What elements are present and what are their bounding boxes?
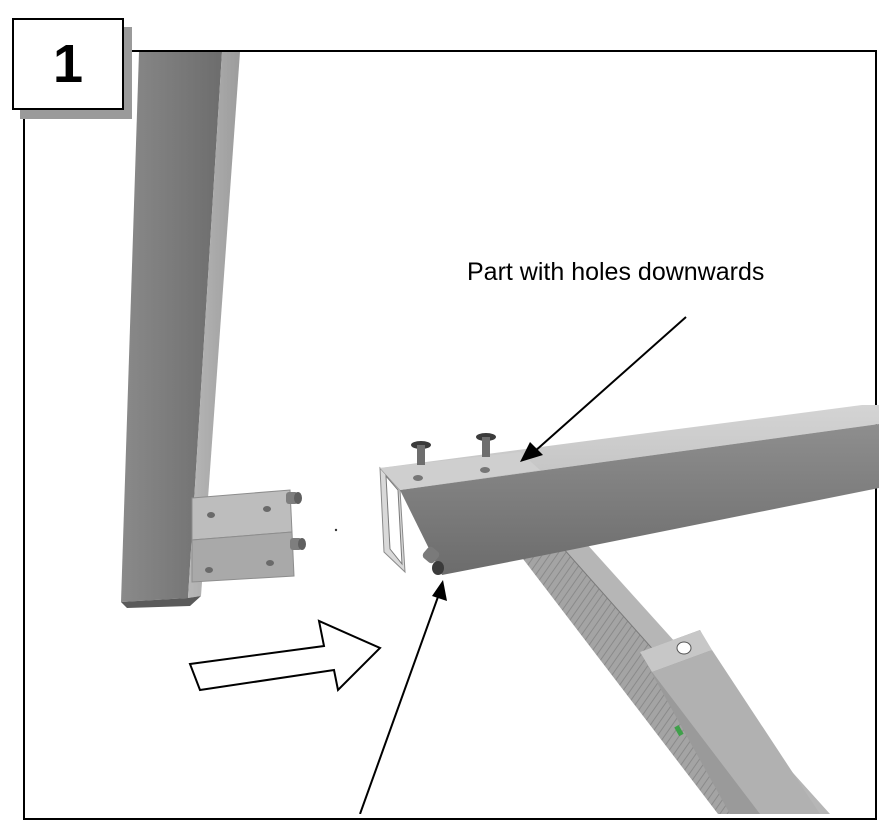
screw-icon (422, 546, 444, 575)
bottom-bracket (640, 630, 820, 814)
vertical-post (121, 52, 240, 608)
dot-mark (334, 528, 338, 532)
callout-arrow-icon (520, 316, 687, 462)
step-badge: 1 (12, 18, 124, 110)
screw-pointer-arrow-icon (359, 580, 447, 814)
step-number: 1 (52, 34, 84, 94)
screw-icon (411, 441, 431, 465)
insert-direction-arrow-icon (188, 619, 382, 693)
screw-icon (476, 433, 496, 457)
horizontal-beam (379, 405, 879, 575)
connector-bracket (191, 489, 306, 583)
callout-label: Part with holes downwards (467, 258, 765, 286)
